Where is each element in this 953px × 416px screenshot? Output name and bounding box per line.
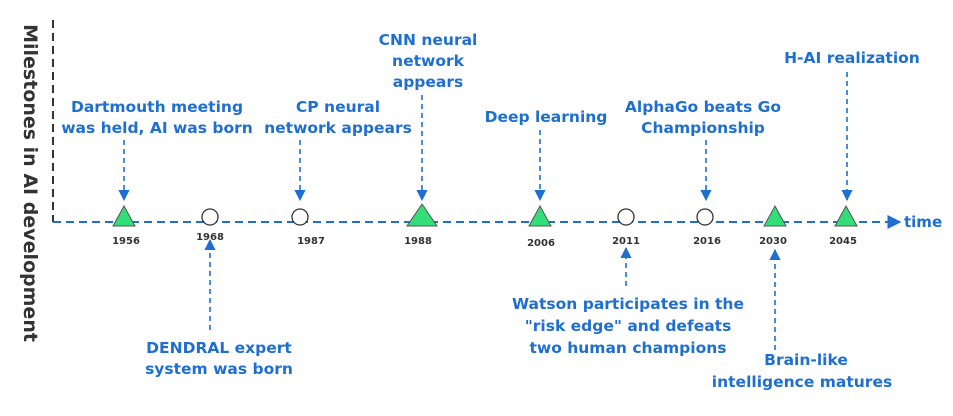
triangle-marker	[763, 204, 787, 227]
event-label-line: Brain-like	[764, 351, 848, 369]
year-label: 2030	[759, 236, 787, 247]
event-label-line: CNN neural	[379, 31, 478, 49]
event-label-line: system was born	[145, 360, 293, 378]
event-label-line: Championship	[641, 119, 765, 137]
circle-marker	[617, 208, 635, 226]
event-label-line: "risk edge" and defeats	[525, 317, 732, 335]
milestone-1987: 1987 CP neural network appears	[264, 98, 412, 247]
milestone-1988: 1988 CNN neural network appears	[379, 31, 478, 247]
event-label-line: Dartmouth meeting	[71, 98, 243, 116]
event-label-line: network appears	[264, 119, 412, 137]
event-label-line: DENDRAL expert	[146, 339, 292, 357]
triangle-marker	[528, 204, 552, 227]
event-label-line: appears	[393, 73, 464, 91]
event-label-line: was held, AI was born	[61, 119, 253, 137]
milestone-1956: 1956 Dartmouth meeting was held, AI was …	[61, 98, 253, 247]
year-label: 2045	[829, 236, 857, 247]
milestone-1968: 1968 DENDRAL expert system was born	[145, 208, 293, 378]
event-label-line: H-AI realization	[784, 49, 920, 67]
circle-marker	[696, 208, 714, 226]
year-label: 1956	[112, 236, 140, 247]
event-label-line: network	[392, 52, 465, 70]
year-label: 1968	[196, 232, 224, 243]
milestone-2030: 2030 Brain-like intelligence matures	[712, 204, 892, 391]
year-label: 2006	[527, 238, 555, 249]
milestone-2016: 2016 AlphaGo beats Go Championship	[625, 98, 781, 247]
milestone-2011: 2011 Watson participates in the "risk ed…	[512, 208, 744, 357]
year-label: 2011	[612, 236, 640, 247]
time-axis-label: time	[904, 213, 942, 231]
year-label: 1987	[297, 236, 325, 247]
milestone-2006: 2006 Deep learning	[485, 108, 608, 249]
circle-marker	[201, 208, 219, 226]
event-label-line: AlphaGo beats Go	[625, 98, 781, 116]
triangle-marker	[834, 204, 858, 227]
event-label-line: two human champions	[529, 339, 726, 357]
event-label-line: Watson participates in the	[512, 295, 744, 313]
triangle-marker	[406, 203, 438, 227]
milestone-2045: 2045 H-AI realization	[784, 49, 920, 247]
event-label-line: Deep learning	[485, 108, 608, 126]
triangle-marker	[112, 204, 136, 227]
y-axis-label: Milestones in AI development	[19, 24, 41, 342]
circle-marker	[291, 208, 309, 226]
event-label-line: intelligence matures	[712, 373, 892, 391]
year-label: 2016	[693, 236, 721, 247]
year-label: 1988	[404, 236, 432, 247]
event-label-line: CP neural	[296, 98, 380, 116]
